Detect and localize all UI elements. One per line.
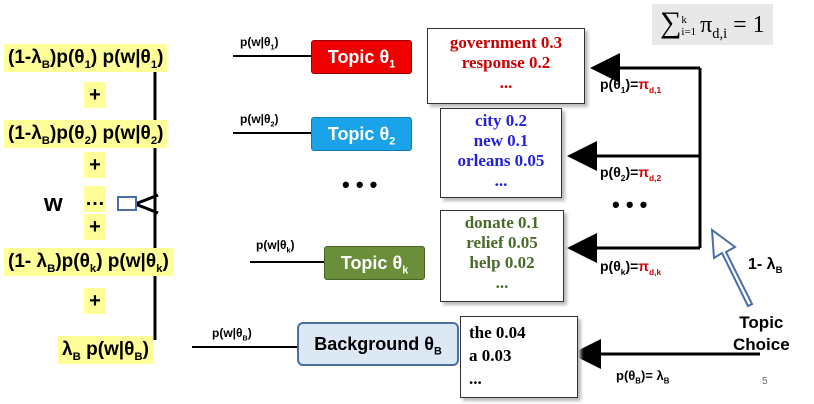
- dist-line: new 0.1: [473, 131, 529, 150]
- topic-1-box: Topic θ1: [311, 40, 412, 74]
- one-minus-lambda-label: 1- λB: [748, 256, 783, 277]
- word-dist-background: the 0.04 a 0.03 ...: [460, 316, 578, 398]
- prob-theta2: p(θ2)=πd,2: [600, 164, 662, 183]
- dist-line: response 0.2: [461, 53, 551, 72]
- plus-sign: +: [84, 214, 106, 240]
- dist-line: government 0.3: [449, 33, 563, 52]
- prob-thetaB: p(θB)= λB: [616, 368, 670, 386]
- label-pw-theta2: p(w|θ2): [240, 112, 279, 129]
- dist-line: city 0.2: [475, 111, 527, 130]
- dist-line: ...: [494, 171, 508, 190]
- plus-sign: +: [84, 82, 106, 108]
- prob-thetak: p(θk)=πd,k: [600, 258, 662, 277]
- ellipsis-probs: • • •: [612, 192, 648, 217]
- word-dist-topic-2: city 0.2 new 0.1 orleans 0.05 ...: [440, 108, 562, 198]
- word-dist-topic-k: donate 0.1 relief 0.05 help 0.02 ...: [440, 210, 564, 302]
- topic-2-box: Topic θ2: [311, 117, 412, 151]
- dist-line: the 0.04: [469, 323, 526, 342]
- label-pw-thetaB: p(w|θB): [212, 326, 252, 343]
- dist-line: ...: [499, 73, 513, 92]
- formula-background: λB p(w|θB): [58, 336, 153, 364]
- dist-line: orleans 0.05: [457, 151, 545, 170]
- page-number: 5: [762, 376, 768, 387]
- dist-line: ...: [495, 273, 509, 292]
- dist-line: donate 0.1: [464, 213, 540, 232]
- w-variable: w: [44, 190, 63, 217]
- dist-line: ...: [469, 369, 482, 388]
- plus-sign: +: [84, 288, 106, 314]
- dist-line: relief 0.05: [466, 233, 538, 252]
- topic-choice-line: Topic: [739, 313, 784, 332]
- topic-choice-line: Choice: [733, 335, 790, 354]
- dist-line: help 0.02: [469, 253, 535, 272]
- formula-topic-2: (1-λB)p(θ2) p(w|θ2): [4, 120, 168, 148]
- word-dist-topic-1: government 0.3 response 0.2 ...: [427, 28, 585, 104]
- topic-choice-label: Topic Choice: [733, 312, 790, 356]
- label-pw-theta1: p(w|θ1): [240, 35, 279, 52]
- ellipsis-topics: • • •: [342, 172, 378, 197]
- prob-theta1: p(θ1)=πd,1: [600, 76, 662, 95]
- formula-topic-1: (1-λB)p(θ1) p(w|θ1): [4, 44, 168, 72]
- topic-background-box: Background θB: [297, 322, 459, 366]
- label-pw-thetak: p(w|θk): [256, 238, 295, 255]
- w-pointer-box: [117, 196, 137, 211]
- ellipsis-vertical: …: [84, 186, 106, 212]
- formula-topic-k: (1- λB)p(θk) p(w|θk): [4, 248, 173, 276]
- dist-line: a 0.03: [469, 346, 512, 365]
- plus-sign: +: [84, 152, 106, 178]
- topic-k-box: Topic θk: [324, 246, 425, 280]
